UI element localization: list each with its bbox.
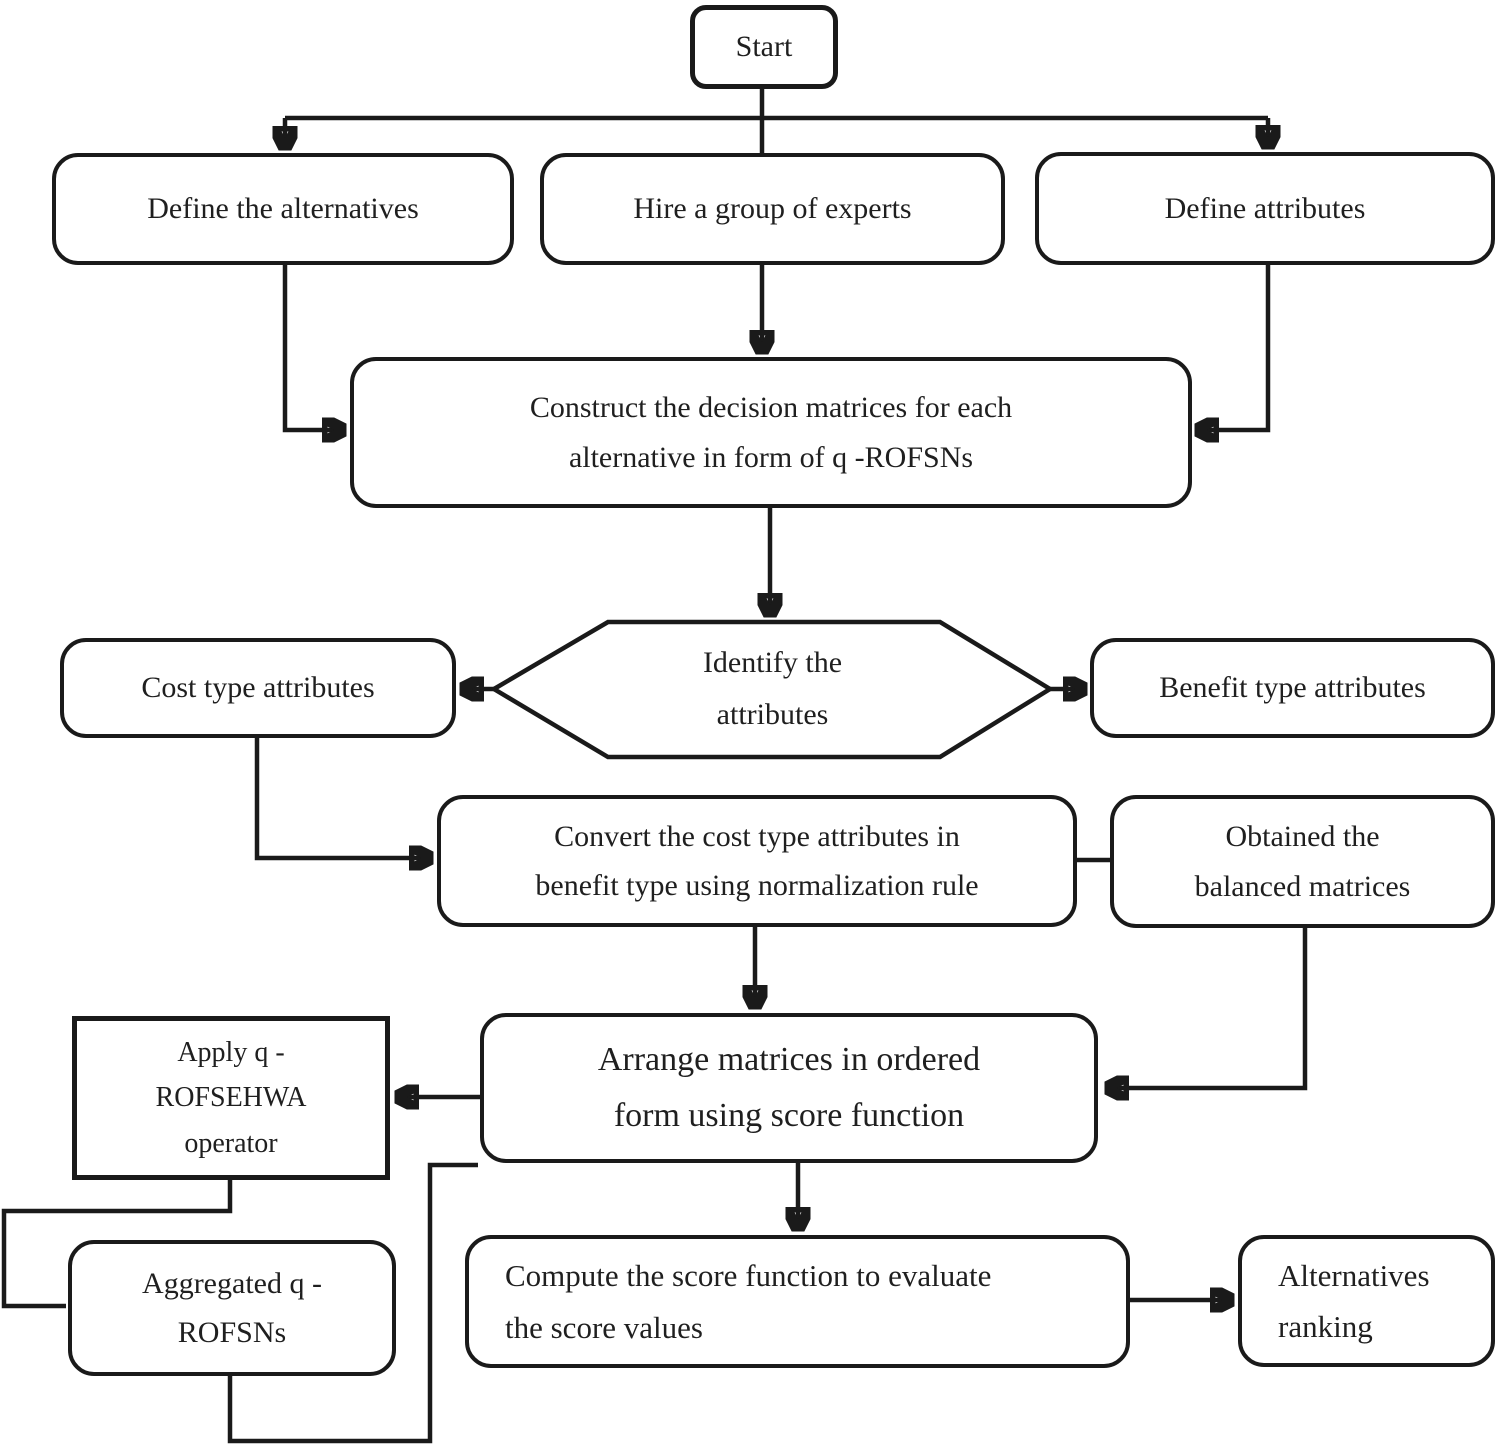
node-apply-operator: Apply q - ROFSEHWA operator <box>72 1016 390 1180</box>
node-identify-attributes: Identify the attributes <box>702 645 843 732</box>
node-benefit-type: Benefit type attributes <box>1090 638 1495 738</box>
node-obtained-balanced: Obtained the balanced matrices <box>1110 795 1495 928</box>
arrow-cost-to-convert <box>254 738 430 858</box>
node-define-attributes: Define attributes <box>1035 152 1495 265</box>
node-define-alternatives: Define the alternatives <box>52 153 514 265</box>
arrow-obtained-to-arrange <box>1108 928 1308 1088</box>
line-aggregated-loop <box>227 1162 478 1444</box>
node-cost-type: Cost type attributes <box>60 638 456 738</box>
line-apply-to-aggregated <box>1 1180 233 1309</box>
node-aggregated: Aggregated q - ROFSNs <box>68 1240 396 1376</box>
node-construct-matrices: Construct the decision matrices for each… <box>350 357 1192 508</box>
node-arrange-matrices: Arrange matrices in ordered form using s… <box>480 1013 1098 1163</box>
node-hire-experts: Hire a group of experts <box>540 153 1005 265</box>
node-start: Start <box>690 5 838 89</box>
node-alternatives-ranking: Alternatives ranking <box>1238 1235 1495 1367</box>
node-convert-cost: Convert the cost type attributes in bene… <box>437 795 1077 927</box>
node-compute-score: Compute the score function to evaluate t… <box>465 1235 1130 1368</box>
arrow-attributes-to-construct <box>1198 265 1271 430</box>
arrow-alternatives-to-construct <box>282 265 343 430</box>
